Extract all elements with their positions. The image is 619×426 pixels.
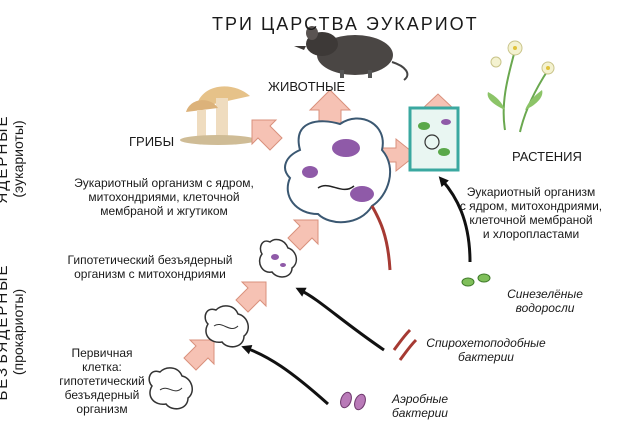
desc-primary-l1: Первичная bbox=[71, 346, 133, 360]
label-spirochete: Спирохетоподобные бактерии bbox=[416, 336, 556, 364]
cyanobacteria bbox=[461, 273, 491, 287]
plant-illustration bbox=[487, 40, 555, 133]
arrow-aerobic-to-cell bbox=[241, 345, 330, 406]
plant-cell bbox=[408, 106, 460, 172]
spirochete-bacteria bbox=[392, 328, 418, 361]
arrow-cyano-to-plant bbox=[438, 176, 472, 263]
eukaryote-cell bbox=[284, 117, 392, 271]
hypothetical-cell-mito bbox=[258, 238, 298, 278]
side-label-nuclear: ЯДЕРНЫЕ (эукариоты) bbox=[0, 104, 28, 214]
intermediate-cell bbox=[204, 305, 249, 348]
label-aerobic-l2: бактерии bbox=[392, 406, 448, 420]
label-cyanobacteria: Синезелёные водоросли bbox=[496, 287, 594, 315]
mushrooms-illustration bbox=[180, 86, 256, 145]
label-plants: РАСТЕНИЯ bbox=[512, 149, 582, 164]
arrow-mid-1 bbox=[235, 281, 267, 313]
arrow-to-fungi bbox=[251, 119, 283, 151]
label-aerobic: Аэробные бактерии bbox=[380, 392, 460, 420]
desc-plant-l2: с ядром, митохондриями, bbox=[459, 199, 603, 213]
side-label-prenuclear: БЕЗЪЯДЕРНЫЕ (прокариоты) bbox=[0, 257, 28, 407]
arrow-spiro-to-cell bbox=[295, 287, 385, 352]
desc-primary-l2: клетка: bbox=[82, 360, 122, 374]
desc-plant-l4: и хлоропластами bbox=[482, 227, 580, 241]
label-animals: ЖИВОТНЫЕ bbox=[268, 79, 346, 94]
desc-hypothetical-l1: Гипотетический безъядерный bbox=[67, 253, 233, 267]
label-spirochete-l1: Спирохетоподобные bbox=[426, 336, 546, 350]
side-label-prenuclear-sub: (прокариоты) bbox=[10, 288, 26, 376]
label-cyanobacteria-l2: водоросли bbox=[515, 301, 575, 315]
label-spirochete-l2: бактерии bbox=[458, 350, 514, 364]
side-label-nuclear-sub: (эукариоты) bbox=[10, 120, 26, 198]
mouse-illustration bbox=[294, 26, 409, 81]
desc-primary-l3: гипотетический bbox=[59, 374, 145, 388]
desc-hypothetical: Гипотетический безъядерный организм с ми… bbox=[50, 253, 250, 281]
desc-primary-l4: безъядерный bbox=[64, 388, 140, 402]
desc-plant-l3: клеточной мембраной bbox=[469, 213, 593, 227]
arrow-mid-2 bbox=[183, 339, 215, 371]
desc-plant-l1: Эукариотный организм bbox=[466, 185, 596, 199]
label-fungi: ГРИБЫ bbox=[129, 134, 175, 149]
desc-eukaryote-l3: мембраной и жгутиком bbox=[100, 204, 228, 218]
desc-primary-l5: организм bbox=[76, 402, 128, 416]
desc-eukaryote-l2: митохондриями, клеточной bbox=[88, 190, 240, 204]
arrow-to-eukaryote bbox=[287, 219, 319, 251]
label-aerobic-l1: Аэробные bbox=[391, 392, 449, 406]
desc-eukaryote-l1: Эукариотный организм с ядром, bbox=[74, 176, 254, 190]
primary-cell bbox=[148, 367, 193, 410]
desc-eukaryote: Эукариотный организм с ядром, митохондри… bbox=[52, 176, 276, 218]
page-title: ТРИ ЦАРСТВА ЭУКАРИОТ bbox=[212, 14, 479, 34]
desc-hypothetical-l2: организм с митохондриями bbox=[74, 267, 226, 281]
label-cyanobacteria-l1: Синезелёные bbox=[507, 287, 583, 301]
symbiosis-arrows bbox=[241, 176, 472, 406]
aerobic-bacteria bbox=[340, 391, 366, 411]
desc-primary: Первичная клетка: гипотетический безъяде… bbox=[52, 346, 152, 416]
desc-plant: Эукариотный организм с ядром, митохондри… bbox=[448, 185, 614, 241]
